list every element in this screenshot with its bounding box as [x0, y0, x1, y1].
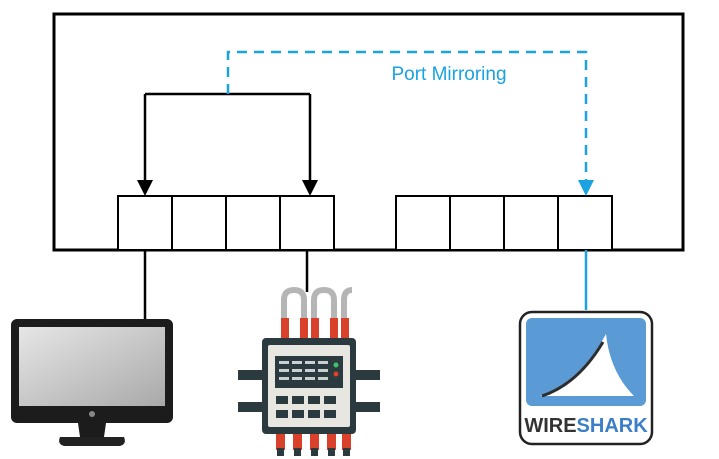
mirror-arrowhead-icon	[578, 180, 594, 196]
wireshark-wordmark: WIRESHARK	[524, 415, 648, 437]
port-7	[503, 195, 559, 251]
mirror-path: Port Mirroring	[226, 50, 594, 196]
mirror-label: Port Mirroring	[391, 64, 506, 85]
port-3	[225, 195, 281, 251]
arrowhead-down-icon	[137, 180, 153, 196]
arrowhead-down-icon	[302, 180, 318, 196]
desktop-monitor-icon	[11, 319, 173, 446]
port-1	[117, 195, 173, 251]
wireshark-suffix: SHARK	[577, 415, 649, 437]
port-6	[449, 195, 505, 251]
port-8	[557, 195, 613, 251]
port-5	[395, 195, 451, 251]
port-group-right	[395, 195, 613, 251]
wireshark-logo-icon: WIRESHARK	[518, 310, 654, 446]
wireshark-prefix: WIRE	[524, 415, 576, 437]
port-2	[171, 195, 227, 251]
port-4	[279, 195, 335, 251]
port-group-left	[117, 195, 335, 251]
network-appliance-icon	[238, 286, 380, 456]
